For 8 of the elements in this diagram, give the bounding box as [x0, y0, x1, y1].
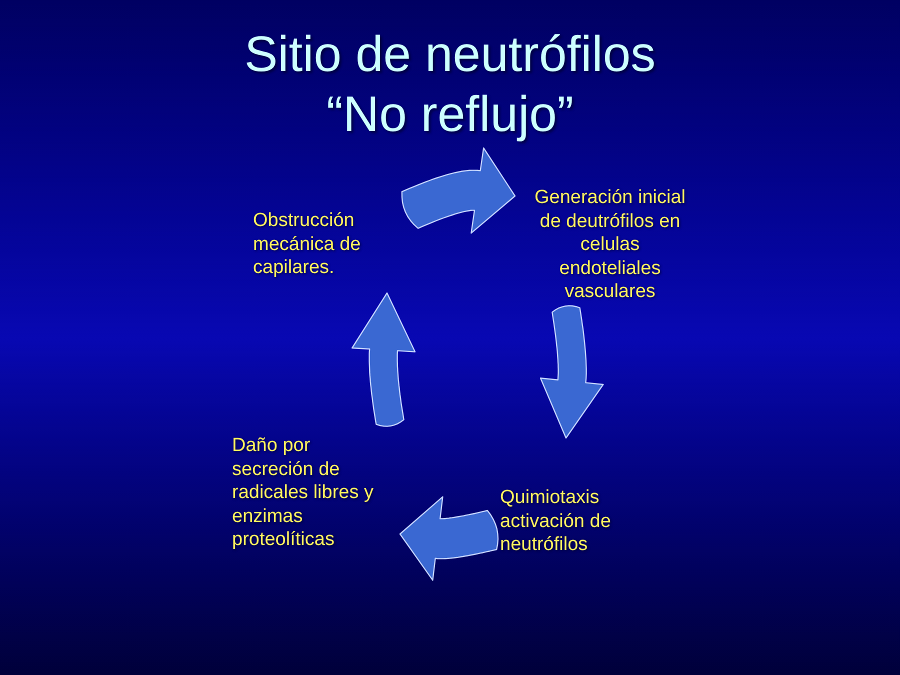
step-text: Quimiotaxis activación de neutrófilos — [500, 486, 618, 556]
slide-title: Sitio de neutrófilos “No reflujo” — [243, 25, 657, 144]
step-text: Obstrucción mecánica de capilares. — [253, 209, 365, 280]
curved-block-arrow — [352, 292, 416, 427]
step-text: Daño por secreción de radicales libres y enzimas proteolíticas — [232, 434, 382, 552]
step-text: Generación inicial de deutrófilos en celulas endoteliales vasculares — [528, 186, 692, 304]
curved-block-arrow — [540, 305, 604, 439]
curved-block-arrow — [399, 496, 499, 581]
